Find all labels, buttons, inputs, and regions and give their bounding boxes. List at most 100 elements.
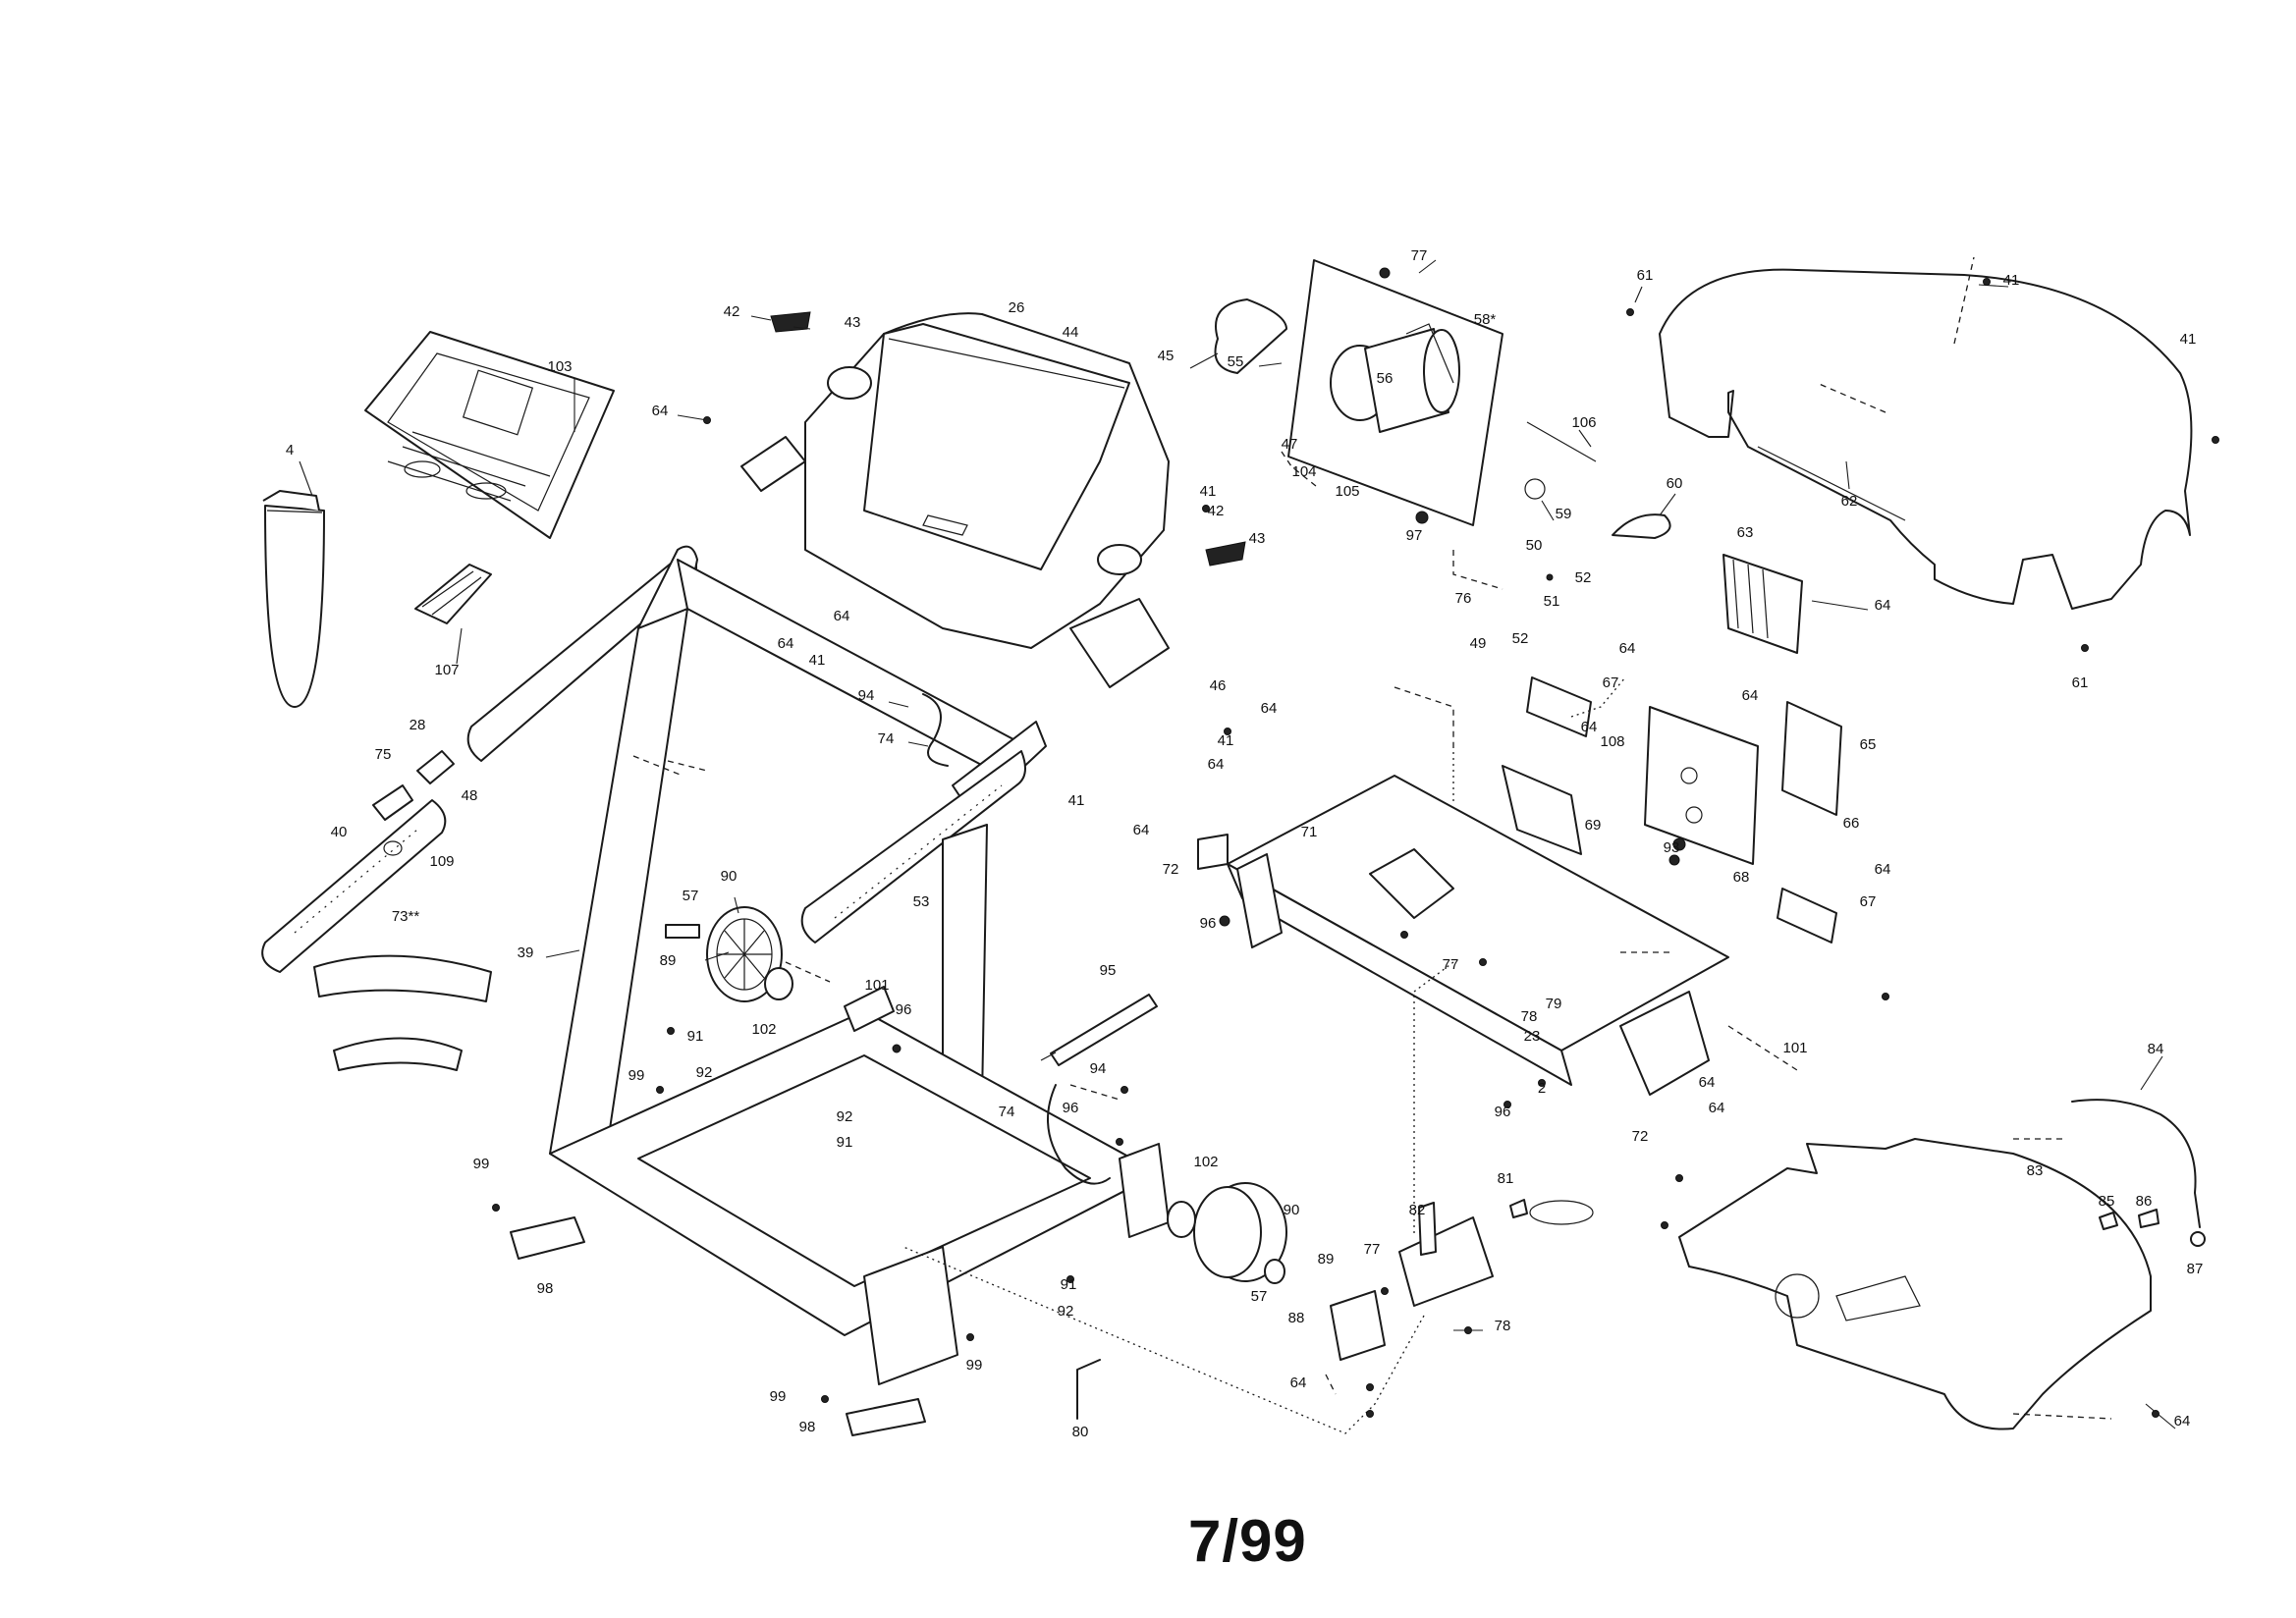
part-callout: 102 bbox=[1193, 1154, 1218, 1170]
part-callout: 49 bbox=[1470, 635, 1487, 652]
wire-harness bbox=[1047, 1084, 1111, 1185]
part-callout: 92 bbox=[696, 1064, 713, 1081]
part-callout: 64 bbox=[1699, 1074, 1716, 1091]
part-callout: 107 bbox=[434, 662, 459, 678]
fasteners bbox=[492, 267, 2219, 1418]
cord-plug bbox=[2190, 1231, 2206, 1247]
part-callout: 46 bbox=[1210, 677, 1227, 694]
controller-boards bbox=[1197, 554, 1842, 944]
part-callout: 63 bbox=[1737, 524, 1754, 541]
part-callout: 2 bbox=[1538, 1080, 1546, 1097]
foot-left bbox=[510, 1216, 585, 1260]
part-callout: 64 bbox=[1619, 640, 1636, 657]
part-callout: 41 bbox=[809, 652, 826, 669]
part-callout: 23 bbox=[1524, 1028, 1541, 1045]
part-callout: 67 bbox=[1603, 674, 1619, 691]
part-callout: 58* bbox=[1474, 311, 1497, 328]
wire-harness-upper bbox=[922, 693, 949, 767]
part-callout: 92 bbox=[1058, 1303, 1074, 1320]
part-callout: 48 bbox=[462, 787, 478, 804]
part-callout: 109 bbox=[429, 853, 454, 870]
page-number: 7/99 bbox=[1188, 1508, 1307, 1574]
motor-plate bbox=[1214, 259, 1503, 526]
part-callout: 94 bbox=[858, 687, 875, 704]
part-callout: 56 bbox=[1377, 370, 1394, 387]
part-callout: 78 bbox=[1495, 1318, 1511, 1334]
part-callout: 64 bbox=[652, 403, 669, 419]
part-callout: 90 bbox=[721, 868, 738, 885]
part-callout: 40 bbox=[331, 824, 348, 840]
breaker-86 bbox=[2138, 1209, 2159, 1228]
part-callout: 78 bbox=[1521, 1008, 1538, 1025]
motor-controller bbox=[1330, 1199, 1594, 1361]
part-callout: 85 bbox=[2099, 1193, 2115, 1210]
part-callout: 64 bbox=[1742, 687, 1759, 704]
part-callout: 87 bbox=[2187, 1261, 2204, 1277]
part-callout: 41 bbox=[2180, 331, 2197, 348]
part-callout: 64 bbox=[2174, 1413, 2191, 1429]
pulley-left bbox=[665, 906, 793, 1002]
part-callout: 64 bbox=[834, 608, 850, 624]
part-callout: 99 bbox=[770, 1388, 787, 1405]
part-callout: 41 bbox=[1068, 792, 1085, 809]
part-callout: 80 bbox=[1072, 1424, 1089, 1440]
part-callout: 89 bbox=[660, 952, 677, 969]
part-callout: 44 bbox=[1063, 324, 1079, 341]
part-callout: 101 bbox=[1782, 1040, 1807, 1056]
part-callout: 91 bbox=[687, 1028, 704, 1045]
part-callout: 91 bbox=[837, 1134, 853, 1151]
part-callout: 61 bbox=[1637, 267, 1654, 284]
part-callout: 98 bbox=[537, 1280, 554, 1297]
part-callout: 89 bbox=[1318, 1251, 1335, 1267]
part-callout: 62 bbox=[1841, 493, 1858, 510]
part-callout: 108 bbox=[1600, 733, 1624, 750]
part-callout: 64 bbox=[1875, 861, 1891, 878]
part-callout: 26 bbox=[1009, 299, 1025, 316]
part-callout: 52 bbox=[1512, 630, 1529, 647]
part-callout: 64 bbox=[1581, 719, 1598, 735]
part-callout: 69 bbox=[1585, 817, 1602, 834]
part-callout: 64 bbox=[1290, 1375, 1307, 1391]
part-callout: 88 bbox=[1288, 1310, 1305, 1326]
part-callout: 91 bbox=[1061, 1276, 1077, 1293]
part-callout: 104 bbox=[1291, 463, 1316, 480]
bolt-106 bbox=[1526, 421, 1597, 462]
part-callout: 61 bbox=[2072, 674, 2089, 691]
part-callout: 41 bbox=[1200, 483, 1217, 500]
part-callout: 71 bbox=[1301, 824, 1318, 840]
console-display-board bbox=[364, 331, 615, 539]
console-housing bbox=[740, 312, 1170, 688]
part-callout: 59 bbox=[1556, 506, 1572, 522]
allen-wrench bbox=[1076, 1359, 1101, 1420]
motor-hood bbox=[1659, 268, 2193, 610]
part-callout: 41 bbox=[1218, 732, 1234, 749]
part-callout: 98 bbox=[799, 1419, 816, 1435]
part-callout: 101 bbox=[864, 977, 889, 994]
part-callout: 55 bbox=[1228, 353, 1244, 370]
washer-59 bbox=[1524, 478, 1546, 500]
foot-right bbox=[846, 1398, 926, 1436]
part-callout: 94 bbox=[1090, 1060, 1107, 1077]
part-callout: 65 bbox=[1860, 736, 1877, 753]
base-pan bbox=[1678, 1138, 2152, 1430]
part-callout: 73** bbox=[392, 908, 420, 925]
part-callout: 93 bbox=[1664, 839, 1680, 856]
part-callout: 76 bbox=[1455, 590, 1472, 607]
part-callout: 99 bbox=[966, 1357, 983, 1374]
part-callout: 57 bbox=[1251, 1288, 1268, 1305]
part-callout: 64 bbox=[1875, 597, 1891, 614]
part-callout: 74 bbox=[878, 730, 895, 747]
part-callout: 84 bbox=[2148, 1041, 2164, 1057]
part-callout: 52 bbox=[1575, 569, 1592, 586]
part-callout: 102 bbox=[751, 1021, 776, 1038]
part-callout: 4 bbox=[286, 442, 294, 458]
part-callout: 43 bbox=[845, 314, 861, 331]
part-callout: 64 bbox=[1208, 756, 1225, 773]
part-callout: 95 bbox=[1100, 962, 1117, 979]
part-callout: 42 bbox=[724, 303, 740, 320]
switch-85 bbox=[2099, 1212, 2118, 1230]
part-callout: 99 bbox=[629, 1067, 645, 1084]
part-callout: 64 bbox=[1261, 700, 1278, 717]
assembly-guides bbox=[632, 256, 2112, 1434]
part-callout: 64 bbox=[1133, 822, 1150, 838]
